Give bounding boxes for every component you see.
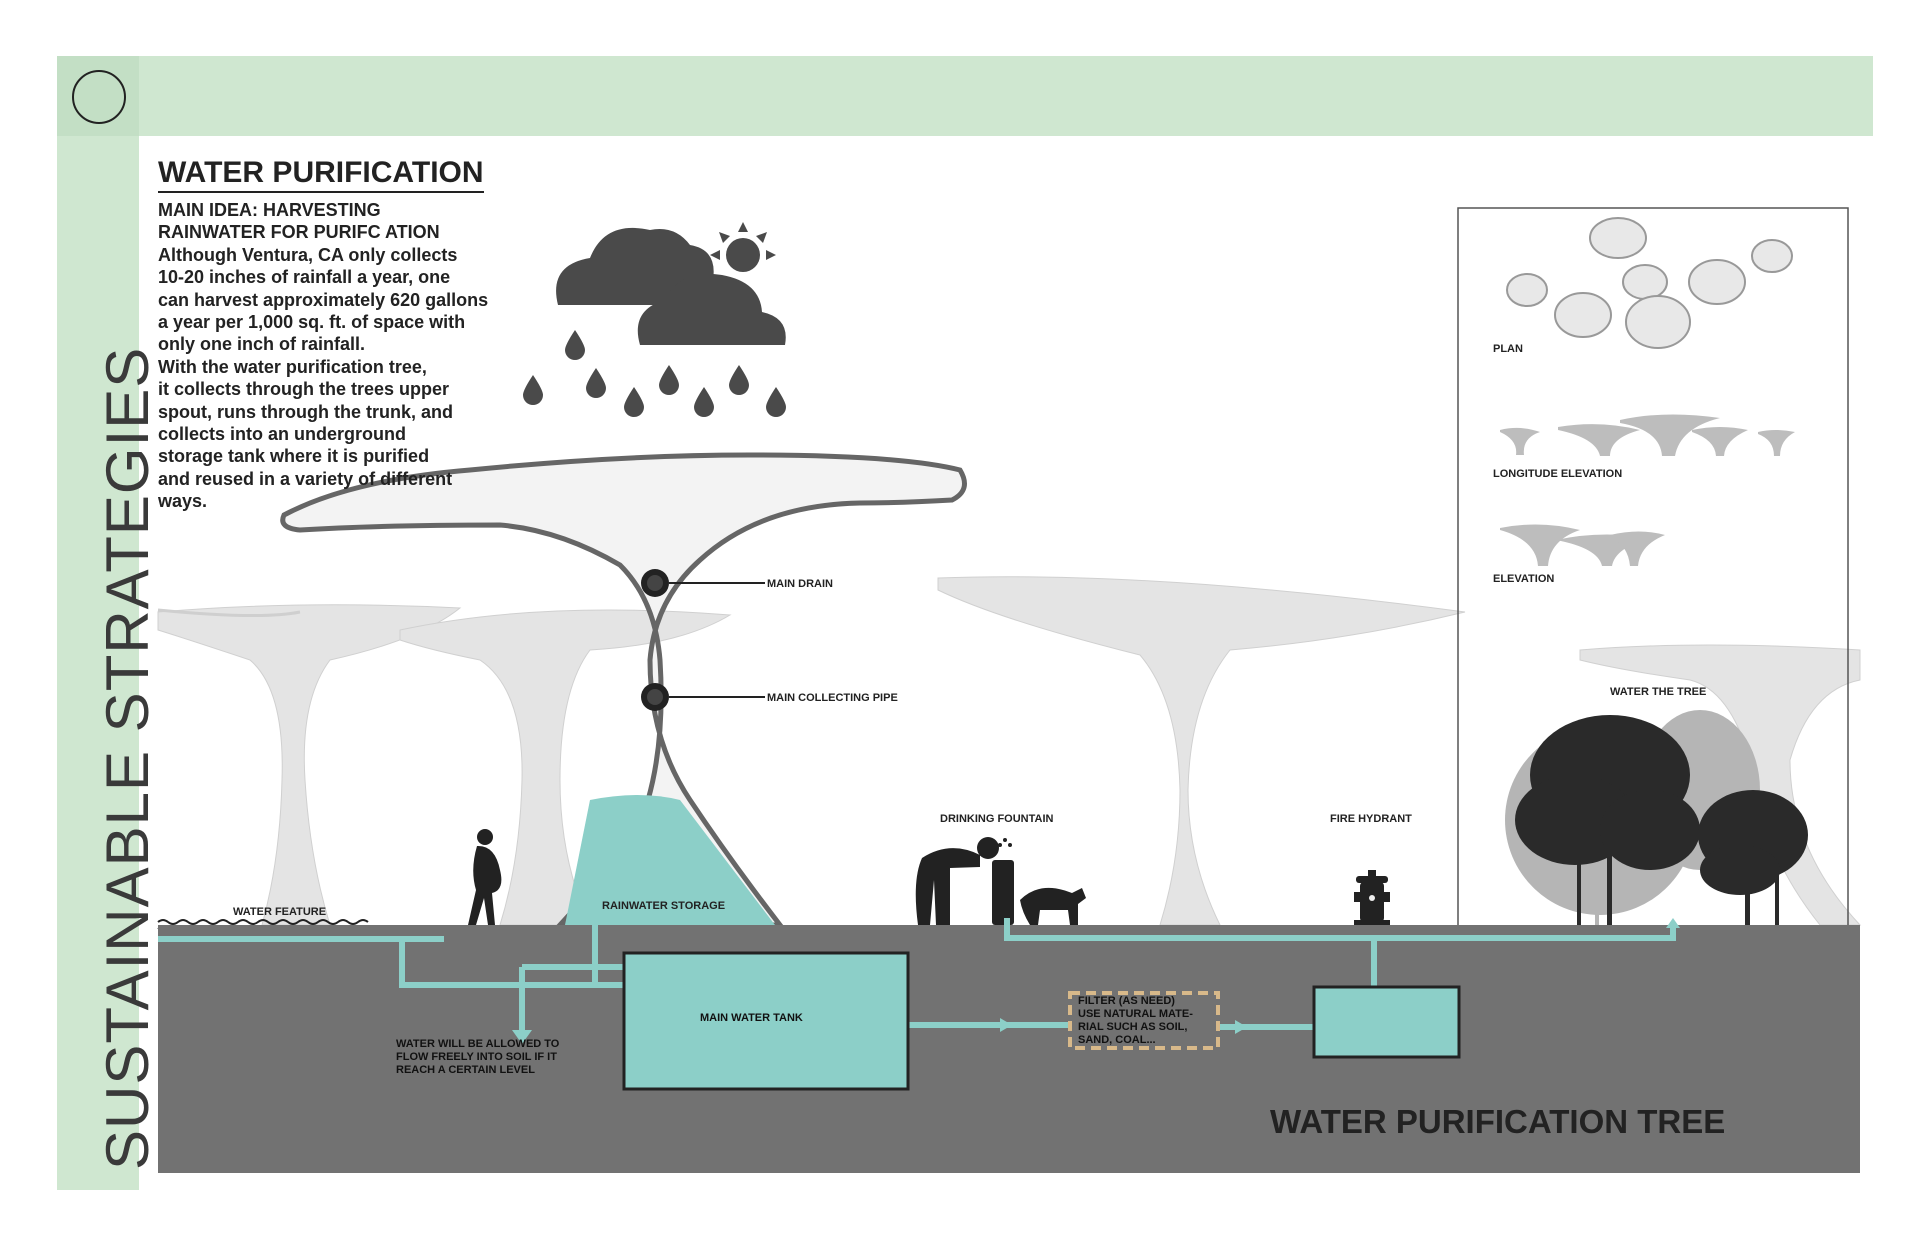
weather-icon	[523, 222, 786, 417]
paragraph-2-line-1: With the water purification tree,	[158, 356, 427, 377]
paragraph-2-line-2: it collects through the trees upper	[158, 379, 450, 400]
main-idea-line-2: RAINWATER FOR PURIFC ATION	[158, 222, 440, 243]
fire-hydrant-icon	[1354, 870, 1390, 925]
rain-drops	[523, 330, 786, 417]
filter-note-line-2: USE NATURAL MATE-	[1078, 1008, 1193, 1020]
paragraph-2-line-6: and reused in a variety of different	[158, 468, 453, 489]
header-band	[57, 56, 1873, 136]
main-idea-line-1: MAIN IDEA: HARVESTING	[158, 200, 381, 220]
diagram-title: WATER PURIFICATION TREE	[1270, 1103, 1726, 1140]
paragraph-1-line-1: Although Ventura, CA only collects	[158, 244, 458, 265]
arrow-to-filter	[1000, 1018, 1012, 1032]
paragraph-1-line-4: a year per 1,000 sq. ft. of space with	[158, 312, 466, 333]
paragraph-2-line-3: spout, runs through the trunk, and	[158, 401, 453, 422]
label-main-water-tank: MAIN WATER TANK	[700, 1012, 803, 1024]
paragraph-2-line-4: collects into an underground	[158, 424, 407, 445]
description-text: MAIN IDEA: HARVESTING RAINWATER FOR PURI…	[158, 199, 518, 513]
main-tree	[280, 452, 967, 928]
filter-note-line-1: FILTER (AS NEED)	[1078, 995, 1175, 1007]
overflow-note-line-1: WATER WILL BE ALLOWED TO	[396, 1038, 560, 1050]
label-longitude-elevation: LONGITUDE ELEVATION	[1493, 468, 1622, 480]
label-rainwater-storage: RAINWATER STORAGE	[602, 900, 725, 912]
arrow-to-tank	[1235, 1020, 1247, 1034]
label-elevation: ELEVATION	[1493, 573, 1554, 585]
label-plan: PLAN	[1493, 343, 1523, 355]
pedestrian-figure	[468, 829, 502, 925]
paragraph-2-line-7: ways.	[158, 491, 208, 512]
inset-plan-drawing	[1506, 217, 1793, 349]
side-band	[57, 56, 139, 1190]
page-title: WATER PURIFICATION	[158, 156, 484, 193]
ground-section	[158, 925, 1860, 1173]
arrow-overflow	[512, 1030, 532, 1044]
filter-note-line-4: SAND, COAL...	[1078, 1034, 1156, 1046]
sun-rays	[710, 222, 776, 260]
label-drinking-fountain: DRINKING FOUNTAIN	[940, 813, 1054, 825]
label-water-feature: WATER FEATURE	[233, 906, 326, 918]
paragraph-2-line-5: storage tank where it is purified	[158, 446, 430, 467]
paragraph-1-line-2: 10-20 inches of rainfall a year, one	[158, 267, 451, 288]
label-fire-hydrant: FIRE HYDRANT	[1330, 813, 1412, 825]
label-main-drain: MAIN DRAIN	[767, 578, 833, 590]
pipes	[399, 918, 1676, 1035]
secondary-tank	[1312, 985, 1461, 1059]
circle-icon	[72, 70, 126, 124]
paragraph-1-line-5: only one inch of rainfall.	[158, 334, 366, 355]
inset-longitude-elevation	[1500, 414, 1795, 456]
inset-elevation	[1500, 524, 1665, 566]
label-main-collecting-pipe: MAIN COLLECTING PIPE	[767, 692, 898, 704]
filter-note-line-3: RIAL SUCH AS SOIL,	[1078, 1021, 1187, 1033]
filter-box	[1068, 991, 1220, 1050]
drinking-fountain-icon	[915, 837, 1086, 925]
overflow-note-line-3: REACH A CERTAIN LEVEL	[396, 1064, 535, 1076]
background-tree-left-canopy	[157, 608, 301, 618]
overflow-note-line-2: FLOW FREELY INTO SOIL IF IT	[396, 1051, 557, 1063]
paragraph-1-line-3: can harvest approximately 620 gallons	[158, 289, 489, 310]
label-water-the-tree: WATER THE TREE	[1610, 686, 1706, 698]
main-water-tank	[622, 951, 910, 1091]
foreground-trees	[1505, 710, 1808, 925]
arrow-to-tree	[1666, 918, 1680, 928]
